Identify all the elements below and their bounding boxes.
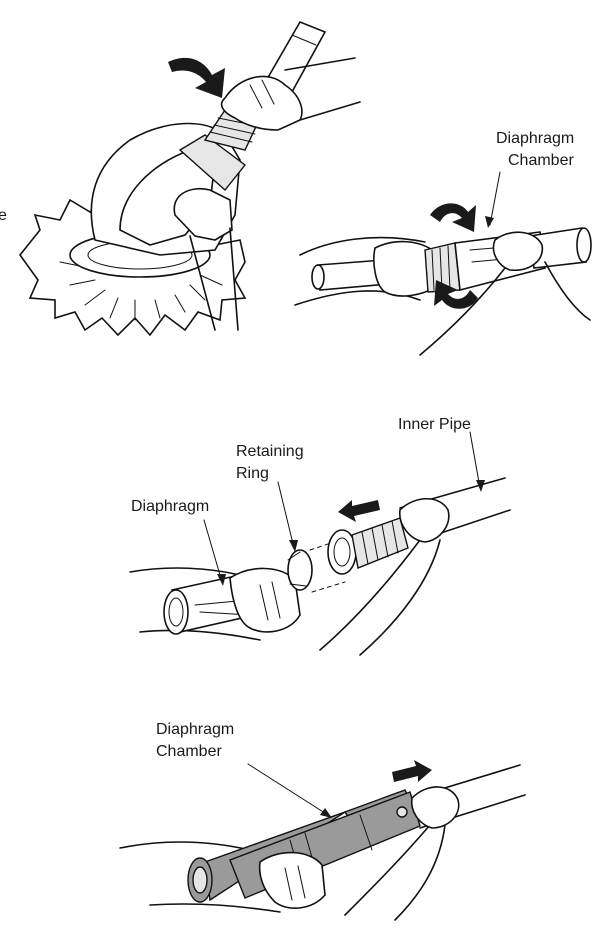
panel2-inner-pipe-label: Inner Pipe <box>398 416 471 433</box>
panel2-illustration <box>130 432 510 655</box>
panel2-retaining-ring-label-line1: Retaining <box>236 443 304 460</box>
panel1-cleaner-illustration <box>20 22 360 335</box>
panel3-chamber-label-line1: Diaphragm <box>156 721 234 738</box>
panel1-partial-label: e <box>0 207 7 224</box>
panel1-chamber-label-line1: Diaphragm <box>496 130 574 147</box>
panel1-chamber-label-line2: Chamber <box>508 152 574 169</box>
hose-and-hand <box>205 22 360 150</box>
panel1-chamber-illustration <box>295 172 591 355</box>
push-right-arrow <box>392 760 432 782</box>
rotate-arrow-top <box>430 203 476 232</box>
push-arrow <box>168 58 225 98</box>
pull-arrow <box>338 500 380 522</box>
panel2-retaining-ring-label-line2: Ring <box>236 465 269 482</box>
panel3-chamber-label-line2: Chamber <box>156 743 222 760</box>
panel3-illustration <box>120 760 525 920</box>
panel2-diaphragm-label: Diaphragm <box>131 498 209 515</box>
